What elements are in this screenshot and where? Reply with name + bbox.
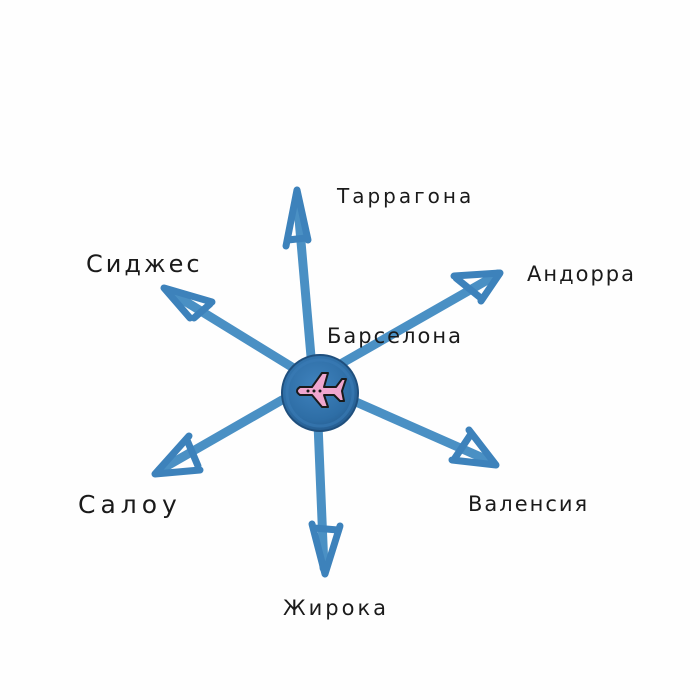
arrow-girona bbox=[308, 419, 344, 578]
label-valencia: Валенсия bbox=[468, 492, 590, 516]
airplane-icon bbox=[296, 372, 347, 408]
arrow-andorra bbox=[325, 269, 504, 375]
arrow-sitges bbox=[160, 284, 305, 377]
label-andorra: Андорра bbox=[527, 262, 636, 286]
label-barcelona: Барселона bbox=[327, 324, 463, 348]
arrow-valencia bbox=[351, 397, 500, 469]
label-sitges: Сиджес bbox=[86, 250, 203, 278]
arrow-tarragona bbox=[282, 186, 317, 373]
label-tarragona: Таррагона bbox=[337, 184, 475, 208]
label-girona: Жирока bbox=[283, 596, 389, 620]
arrow-salou bbox=[151, 395, 287, 478]
label-salou: Салоу bbox=[78, 490, 182, 519]
